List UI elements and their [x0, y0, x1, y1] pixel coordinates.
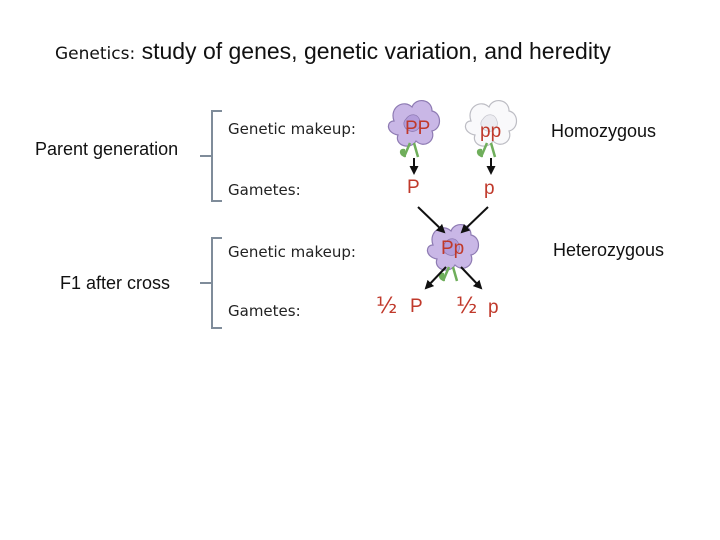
arrow-cross-left — [417, 206, 446, 234]
genotype-f1: Pp — [441, 238, 465, 259]
f1-gamete-fraction-2: ½ — [456, 294, 478, 319]
f1-gamete-fraction-1: ½ — [376, 294, 398, 319]
arrow-f1-right — [460, 266, 483, 290]
f1-makeup-label: Genetic makeup: — [228, 243, 356, 261]
genotype-pp-recessive: pp — [480, 121, 502, 142]
parent-makeup-label: Genetic makeup: — [228, 120, 356, 138]
parent-gametes-label: Gametes: — [228, 181, 301, 199]
gamete-dominant: P — [407, 177, 420, 198]
title-text: study of genes, genetic variation, and h… — [135, 38, 611, 64]
f1-gamete-allele-1: P — [410, 296, 423, 317]
parent-bracket — [200, 110, 222, 202]
f1-gamete-allele-2: p — [488, 297, 499, 318]
parent-generation-label: Parent generation — [35, 139, 179, 159]
f1-label: F1 after cross — [60, 273, 171, 293]
page-title: Genetics: study of genes, genetic variat… — [55, 38, 611, 65]
arrow-cross-right — [460, 206, 489, 234]
genotype-pp-dominant: PP — [405, 118, 431, 139]
f1-gametes-label: Gametes: — [228, 302, 301, 320]
arrow-f1-left — [424, 266, 447, 290]
title-prefix: Genetics: — [55, 44, 136, 64]
homozygous-label: Homozygous — [551, 121, 657, 141]
heterozygous-label: Heterozygous — [553, 240, 665, 260]
f1-bracket — [200, 237, 222, 329]
gamete-recessive: p — [484, 178, 495, 199]
